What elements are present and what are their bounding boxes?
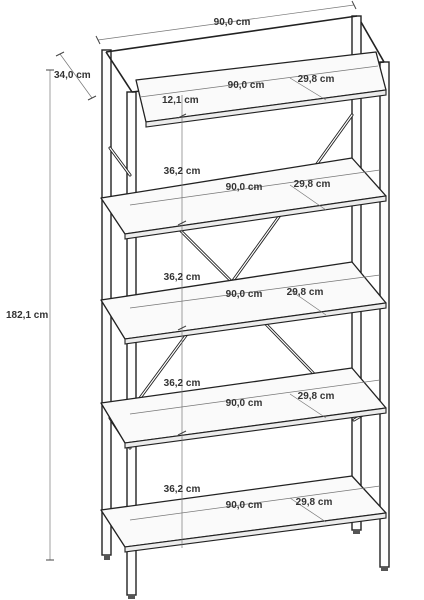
shelf-2-width-label: 90,0 cm [226,182,263,193]
shelf-4-depth-label: 29,8 cm [298,391,335,402]
top-gap-label: 12,1 cm [162,95,199,106]
dimension-lines [46,0,381,561]
shelf-1 [135,51,387,128]
shelf-4 [100,367,387,449]
shelf-3-depth-label: 29,8 cm [287,287,324,298]
shelf-5-depth-label: 29,8 cm [296,497,333,508]
shelf-4-width-label: 90,0 cm [226,398,263,409]
shelf-2-depth-label: 29,8 cm [294,179,331,190]
shelf-5 [100,475,387,553]
shelf-2 [100,157,387,240]
shelf-5-width-label: 90,0 cm [226,500,263,511]
dimension-labels: 90,0 cm 34,0 cm 182,1 cm 12,1 cm 90,0 cm… [6,17,334,511]
top-depth-label: 34,0 cm [54,70,91,81]
shelf-1-width-label: 90,0 cm [228,80,265,91]
height-label: 182,1 cm [6,310,48,321]
shelf-5-gap-label: 36,2 cm [164,484,201,495]
shelf-2-gap-label: 36,2 cm [164,166,201,177]
top-width-label: 90,0 cm [214,17,251,28]
shelf-4-gap-label: 36,2 cm [164,378,201,389]
shelf-1-depth-label: 29,8 cm [298,74,335,85]
feet [104,530,388,599]
shelf-3 [100,261,387,345]
shelf-3-width-label: 90,0 cm [226,289,263,300]
shelf-3-gap-label: 36,2 cm [164,272,201,283]
